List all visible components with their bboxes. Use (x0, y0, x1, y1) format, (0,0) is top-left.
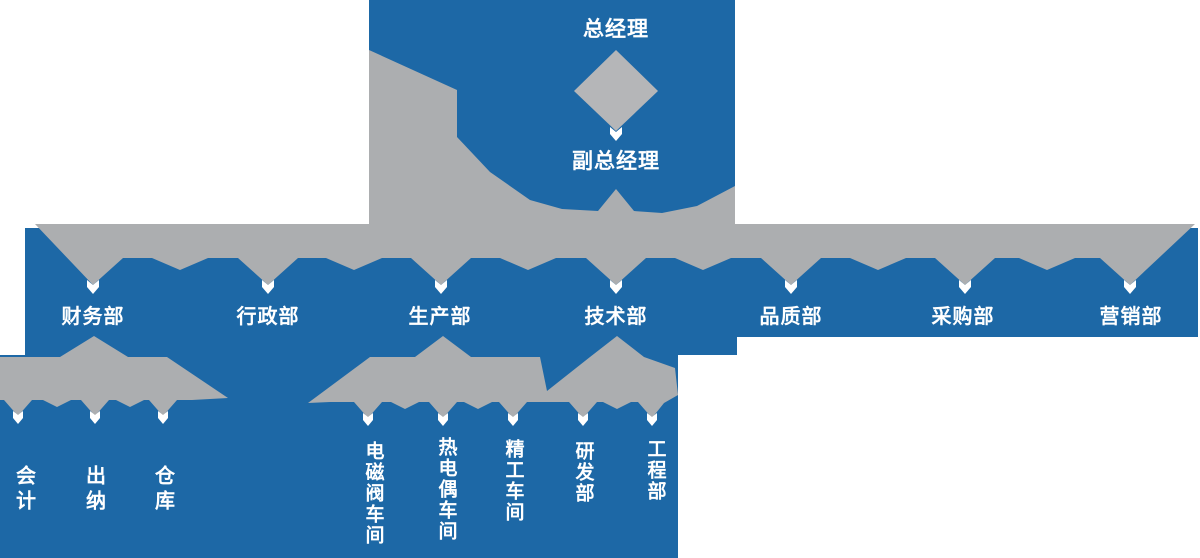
chevron-down-icon (959, 280, 971, 294)
chevron-down-icon (158, 411, 168, 424)
node-admin-dept: 行政部 (236, 306, 300, 328)
chevron-down-icon (87, 280, 99, 294)
top-management-block (369, 0, 735, 213)
node-general-manager: 总经理 (583, 18, 649, 41)
node-production-dept: 生产部 (408, 306, 472, 328)
chevron-down-icon (90, 411, 100, 424)
chevron-down-icon (785, 280, 797, 294)
chevron-down-icon (508, 413, 518, 426)
node-engineering-dept: 工程部 (644, 439, 666, 502)
node-cashier: 出纳 (82, 465, 105, 515)
chevron-arrows (13, 127, 1136, 426)
chevron-down-icon (435, 280, 447, 294)
node-solenoid-valve-workshop: 电磁阀车间 (362, 441, 384, 546)
node-thermocouple-workshop: 热电偶车间 (435, 437, 457, 542)
production-tech-hub-connector (308, 336, 678, 418)
chevron-down-icon (262, 280, 274, 294)
node-rnd-dept: 研发部 (572, 441, 594, 504)
node-deputy-general-manager: 副总经理 (572, 150, 660, 173)
diamond-connector-icon (574, 50, 658, 131)
chevron-down-icon (610, 280, 622, 294)
chevron-down-icon (13, 411, 23, 424)
chevron-down-icon (363, 413, 373, 426)
chevron-down-icon (647, 413, 657, 426)
node-accounting: 会计 (12, 465, 35, 515)
finance-hub-connector (0, 336, 228, 416)
node-purchasing-dept: 采购部 (931, 306, 995, 328)
node-technology-dept: 技术部 (584, 306, 648, 328)
chevron-down-icon (578, 413, 588, 426)
node-marketing-dept: 营销部 (1099, 306, 1163, 328)
node-quality-dept: 品质部 (759, 306, 823, 328)
chevron-down-icon (610, 127, 622, 141)
chevron-down-icon (438, 413, 448, 426)
node-warehouse: 仓库 (151, 465, 174, 515)
chevron-down-icon (1124, 280, 1136, 294)
node-finance-dept: 财务部 (61, 306, 125, 328)
node-precision-workshop: 精工车间 (502, 439, 524, 523)
